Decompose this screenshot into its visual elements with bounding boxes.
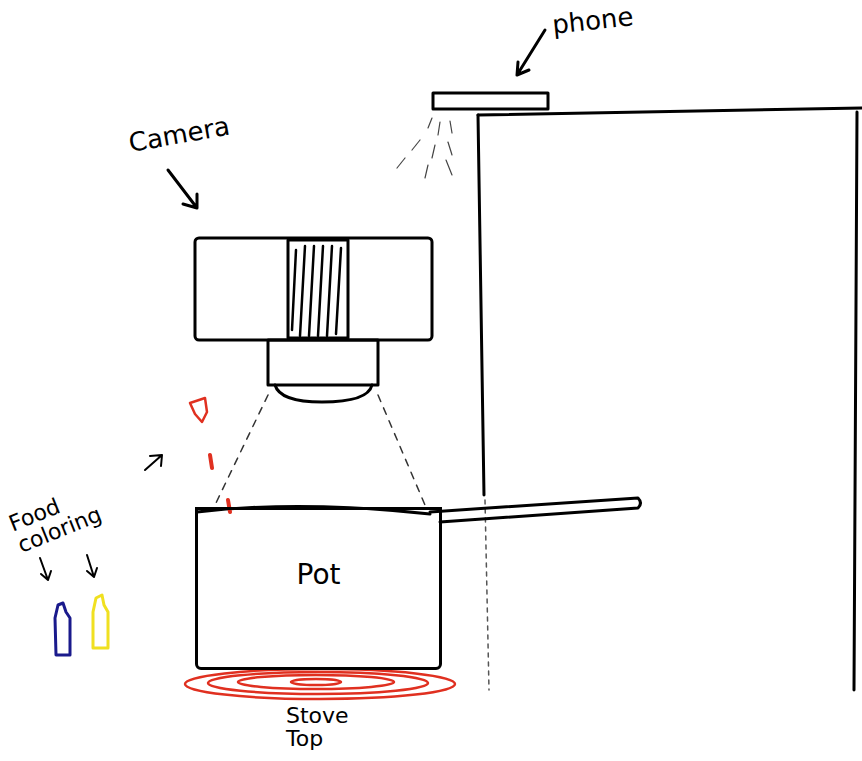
pointer-arrow — [87, 555, 97, 577]
phone-light — [397, 118, 452, 178]
camera-grip — [288, 240, 348, 338]
phone-shape — [433, 93, 548, 109]
pot-box: Pot — [195, 507, 442, 670]
grip-hatching — [292, 246, 341, 336]
pointer-arrow — [40, 558, 51, 580]
pointer-arrow — [517, 30, 545, 75]
callout-label: Food coloring — [6, 469, 135, 557]
pot-handle — [430, 498, 641, 522]
callout-label: Stove Top — [286, 704, 366, 750]
yellow-bottle — [93, 595, 108, 648]
wall-edge — [854, 112, 857, 690]
dropper — [190, 398, 207, 422]
camera-lens — [268, 340, 378, 385]
camera-body — [195, 238, 432, 340]
stove-burner — [185, 669, 455, 699]
wall-edge-hidden — [485, 500, 489, 690]
drops — [210, 455, 230, 512]
callout-label: Camera — [127, 106, 270, 157]
pointer-arrow — [145, 455, 162, 470]
callout-label: phone — [551, 0, 663, 39]
view-lines — [215, 395, 425, 505]
node-label: Pot — [198, 558, 439, 591]
pointer-arrow — [168, 170, 197, 208]
lens-front — [275, 385, 372, 402]
blue-bottle — [55, 603, 70, 655]
wall-edge — [478, 115, 484, 495]
